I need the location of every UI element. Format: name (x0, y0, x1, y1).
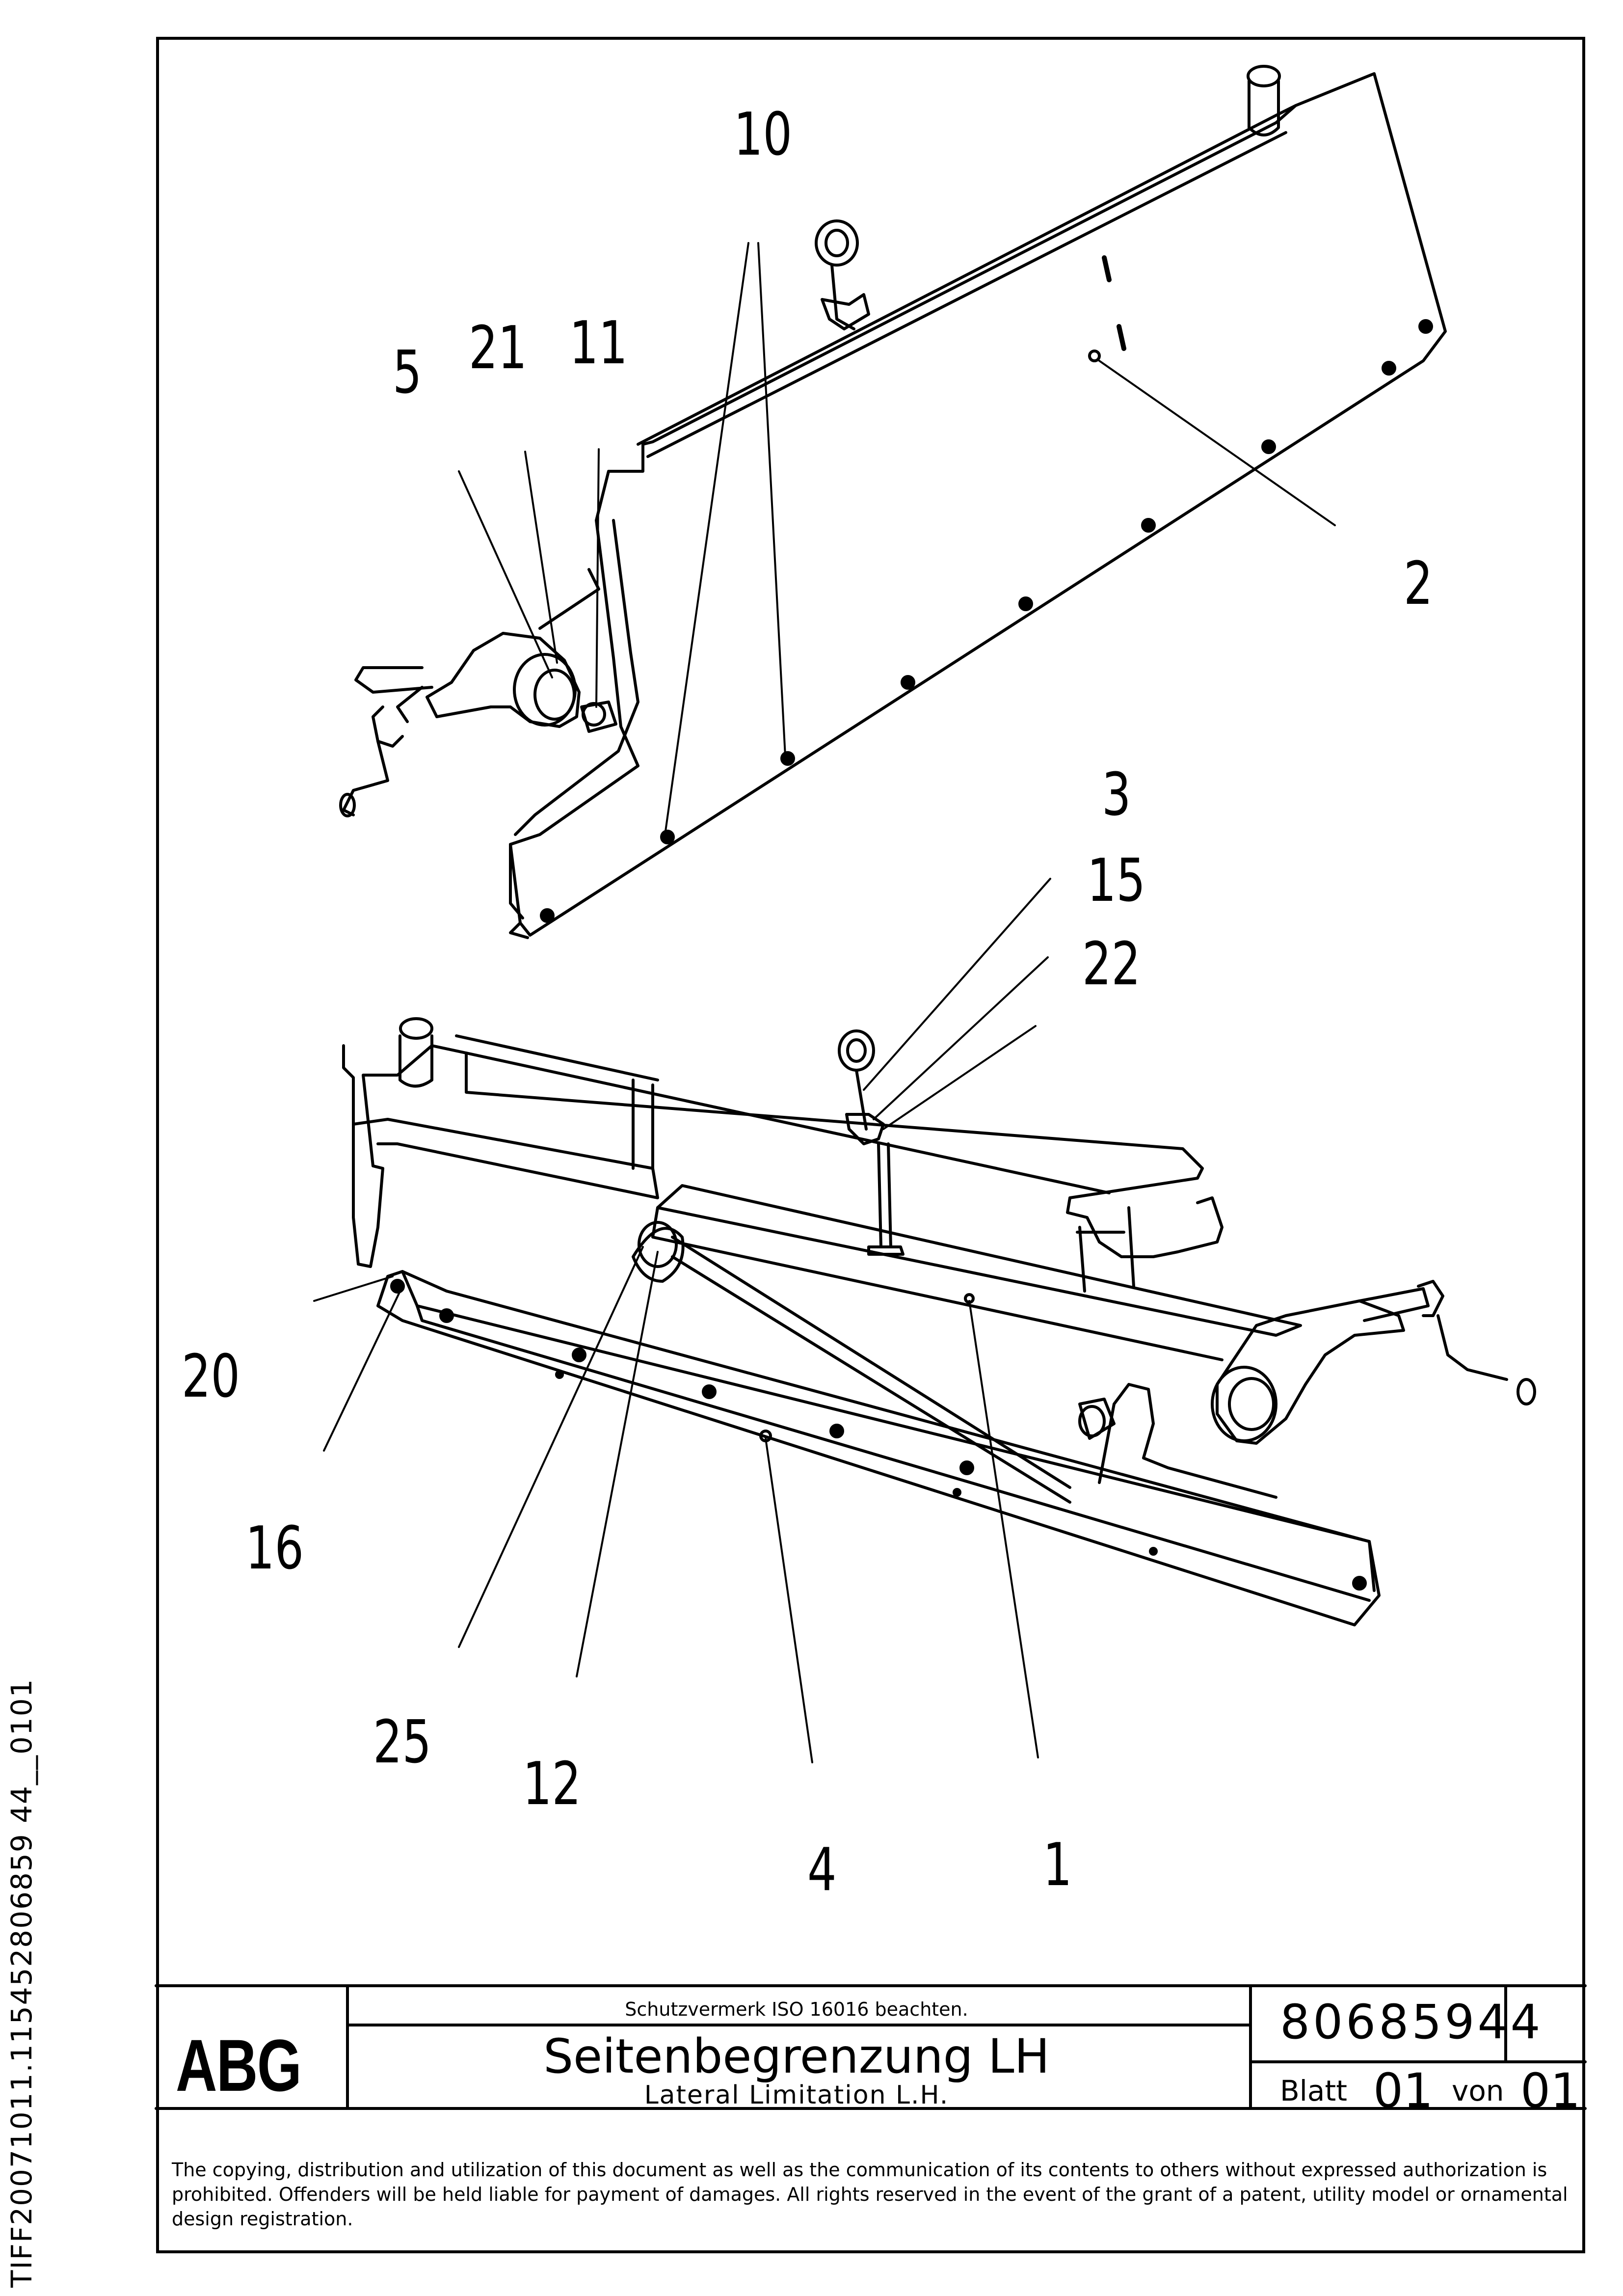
callout-20: 20 (182, 1343, 240, 1411)
upper-plate-holes (540, 319, 1433, 923)
protection-notice: Schutzvermerk ISO 16016 beachten. (625, 1999, 968, 2020)
drawing-frame (156, 37, 1585, 2253)
callout-21: 21 (469, 314, 528, 382)
copyright-notice: The copying, distribution and utilizatio… (172, 2159, 1568, 2230)
lower-crank-assembly (1211, 1280, 1536, 1445)
callout-22: 22 (1082, 930, 1141, 999)
leader-lines (313, 242, 1336, 1763)
callout-12: 12 (523, 1750, 582, 1818)
callout-1: 1 (1043, 1831, 1072, 1899)
title-block-lines (155, 1984, 1587, 2110)
company-logo: ABG (176, 2024, 302, 2107)
callout-15: 15 (1087, 847, 1146, 915)
lower-eye-bolt (838, 1029, 905, 1256)
lower-frame (342, 1034, 1224, 1293)
callout-3: 3 (1102, 761, 1131, 829)
document-number: 80685944 (1280, 1995, 1543, 2050)
lower-pin (399, 1017, 433, 1088)
callout-16: 16 (245, 1514, 304, 1583)
upper-crank-assembly (339, 568, 617, 817)
upper-pin (1247, 65, 1281, 136)
sheet-number: 01 (1373, 2063, 1434, 2118)
lower-rail-holes (390, 1279, 1367, 1591)
upper-side-plate (509, 72, 1447, 939)
lower-bottom-rail (376, 1270, 1381, 1626)
sheet-total: 01 (1520, 2063, 1581, 2118)
of-label: von (1452, 2074, 1504, 2107)
drawing-title-english: Lateral Limitation L.H. (644, 2080, 949, 2110)
callout-4: 4 (807, 1836, 837, 1904)
callout-2: 2 (1404, 550, 1433, 618)
upper-eye-bolt (815, 219, 870, 330)
callout-11: 11 (569, 309, 628, 378)
callout-5: 5 (393, 339, 422, 407)
lower-arm (632, 1184, 1302, 1504)
drawing-title-german: Seitenbegrenzung LH (543, 2029, 1050, 2084)
callout-10: 10 (734, 101, 793, 169)
side-file-code: TIFF20071011.115452806859 44__0101 (5, 1678, 38, 2288)
callout-25: 25 (373, 1708, 432, 1777)
sheet-label: Blatt (1280, 2074, 1347, 2107)
title-block: ABG Schutzvermerk ISO 16016 beachten. Se… (156, 1985, 1585, 2118)
